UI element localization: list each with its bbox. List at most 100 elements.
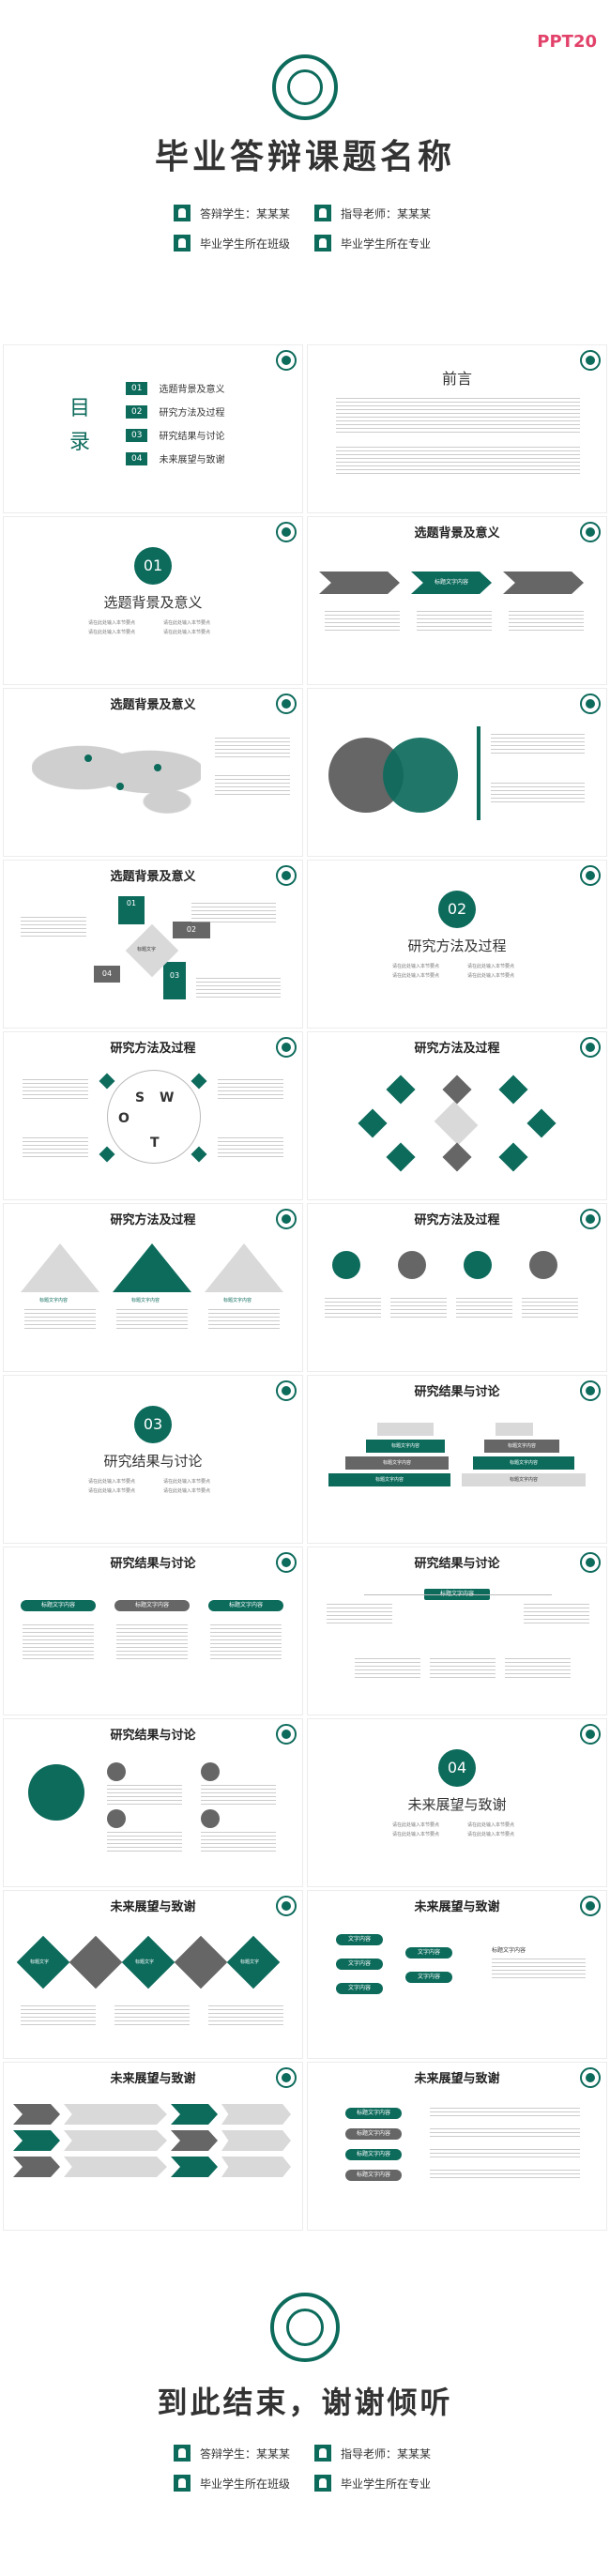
info-major: 毕业学生所在专业 bbox=[314, 2475, 431, 2492]
seal-icon bbox=[276, 2067, 297, 2088]
cover-slide: PPT20 毕业答辩课题名称 答辩学生：某某某 指导老师：某某某 毕业学生所在班… bbox=[0, 0, 610, 343]
corner-diamond bbox=[99, 1146, 115, 1163]
arrow-step bbox=[503, 572, 584, 594]
text-block bbox=[491, 734, 585, 755]
text-block bbox=[21, 917, 86, 937]
column-header: 标题文字内容 bbox=[114, 1600, 190, 1611]
icon-diamond bbox=[442, 1075, 472, 1105]
slide-title: 研究结果与讨论 bbox=[414, 1557, 500, 1571]
arrow-step bbox=[64, 2130, 167, 2151]
triangle-shape bbox=[113, 1243, 191, 1292]
section-bullet: 请在此处输入本节要点 bbox=[163, 630, 211, 635]
slide-title: 研究结果与讨论 bbox=[110, 1557, 196, 1571]
chart-icon bbox=[332, 1251, 360, 1279]
arrow-step: 标题文字内容 bbox=[411, 572, 492, 594]
map-marker bbox=[84, 755, 92, 762]
step-bar bbox=[496, 1423, 533, 1436]
home-icon bbox=[174, 2475, 191, 2492]
seal-icon bbox=[580, 1552, 601, 1573]
diamond-label: 标题文字 bbox=[240, 1959, 260, 1965]
text-block bbox=[325, 1298, 381, 1318]
swot-letter: S bbox=[135, 1090, 145, 1105]
user-icon bbox=[174, 2445, 191, 2462]
text-block bbox=[327, 1604, 392, 1624]
info-major: 毕业学生所在专业 bbox=[314, 235, 431, 252]
slide-title: 未来展望与致谢 bbox=[110, 2072, 196, 2086]
step-bar: 标题文字内容 bbox=[484, 1440, 559, 1453]
seal-icon bbox=[580, 350, 601, 371]
slide-title: 研究方法及过程 bbox=[110, 1213, 196, 1227]
icon-diamond bbox=[358, 1108, 388, 1138]
pen-icon bbox=[314, 2475, 331, 2492]
slide-title: 研究方法及过程 bbox=[110, 1042, 196, 1056]
list-pill: 标题文字内容 bbox=[345, 2170, 402, 2181]
section-bullet: 请在此处输入本节要点 bbox=[88, 620, 136, 626]
text-block bbox=[23, 1624, 94, 1662]
seal-icon bbox=[580, 1037, 601, 1058]
section-bullet: 请在此处输入本节要点 bbox=[467, 1832, 515, 1837]
seal-icon bbox=[580, 1209, 601, 1229]
section-bullet: 请在此处输入本节要点 bbox=[163, 620, 211, 626]
method-swot-slide: 研究方法及过程 S W O T bbox=[4, 1032, 302, 1199]
text-block bbox=[107, 1785, 182, 1806]
arrow-step bbox=[64, 2104, 167, 2125]
text-block bbox=[417, 611, 492, 632]
section4-slide: 04 未来展望与致谢 请在此处输入本节要点 请在此处输入本节要点 请在此处输入本… bbox=[308, 1719, 606, 1886]
method-triangle-slide: 研究方法及过程 标题文字内容 标题文字内容 标题文字内容 bbox=[4, 1204, 302, 1371]
brand-logo: PPT20 bbox=[537, 32, 597, 52]
section-number: 03 bbox=[134, 1406, 172, 1443]
location-icon bbox=[529, 1251, 557, 1279]
seal-icon bbox=[580, 865, 601, 886]
slide-title: 研究方法及过程 bbox=[414, 1042, 500, 1056]
step-bar: 标题文字内容 bbox=[366, 1440, 445, 1453]
map-marker bbox=[154, 764, 161, 771]
text-block bbox=[114, 2005, 190, 2026]
teacher-icon bbox=[314, 2445, 331, 2462]
text-block bbox=[430, 2149, 580, 2158]
section-bullet: 请在此处输入本节要点 bbox=[88, 630, 136, 635]
center-label: 标题文字 bbox=[137, 947, 157, 953]
text-block bbox=[21, 2005, 96, 2026]
text-block bbox=[430, 2128, 580, 2138]
slide-title: 研究结果与讨论 bbox=[414, 1385, 500, 1399]
result-columns-slide: 研究结果与讨论 标题文字内容 标题文字内容 标题文字内容 bbox=[4, 1547, 302, 1715]
arrow-step bbox=[221, 2130, 291, 2151]
seal-icon bbox=[276, 1724, 297, 1745]
text-block bbox=[522, 1298, 578, 1318]
seal-inner bbox=[287, 69, 323, 105]
slide-title: 未来展望与致谢 bbox=[414, 1900, 500, 1914]
triangle-label: 标题文字内容 bbox=[223, 1298, 252, 1303]
text-block bbox=[215, 775, 290, 796]
seal-inner bbox=[286, 2309, 324, 2346]
tree-node: 文字内容 bbox=[336, 1983, 383, 1994]
seal-icon bbox=[580, 1724, 601, 1745]
preface-text-block bbox=[336, 398, 580, 435]
university-seal bbox=[272, 54, 338, 120]
step-bar: 标题文字内容 bbox=[462, 1473, 586, 1486]
section-number: 02 bbox=[438, 891, 476, 928]
tree-heading: 标题文字内容 bbox=[492, 1947, 526, 1954]
info-student: 答辩学生：某某某 bbox=[174, 2445, 290, 2462]
user-icon bbox=[464, 1251, 492, 1279]
info-class: 毕业学生所在班级 bbox=[174, 235, 290, 252]
arrow-step bbox=[13, 2130, 60, 2151]
swot-letter: T bbox=[150, 1136, 160, 1151]
result-hub-slide: 研究结果与讨论 标题文字内容 bbox=[308, 1547, 606, 1715]
text-block bbox=[505, 1658, 571, 1679]
tree-node: 文字内容 bbox=[405, 1972, 452, 1983]
column-header: 标题文字内容 bbox=[21, 1600, 96, 1611]
seal-icon bbox=[276, 865, 297, 886]
future-diamonds-slide: 未来展望与致谢 标题文字 标题文字 标题文字 bbox=[4, 1891, 302, 2058]
text-block bbox=[23, 1079, 88, 1100]
seal-icon bbox=[580, 2067, 601, 2088]
icon-diamond bbox=[498, 1075, 528, 1105]
section3-slide: 03 研究结果与讨论 请在此处输入本节要点 请在此处输入本节要点 请在此处输入本… bbox=[4, 1376, 302, 1543]
pen-icon bbox=[314, 235, 331, 252]
icon-circle bbox=[201, 1762, 220, 1781]
seal-icon bbox=[276, 522, 297, 542]
